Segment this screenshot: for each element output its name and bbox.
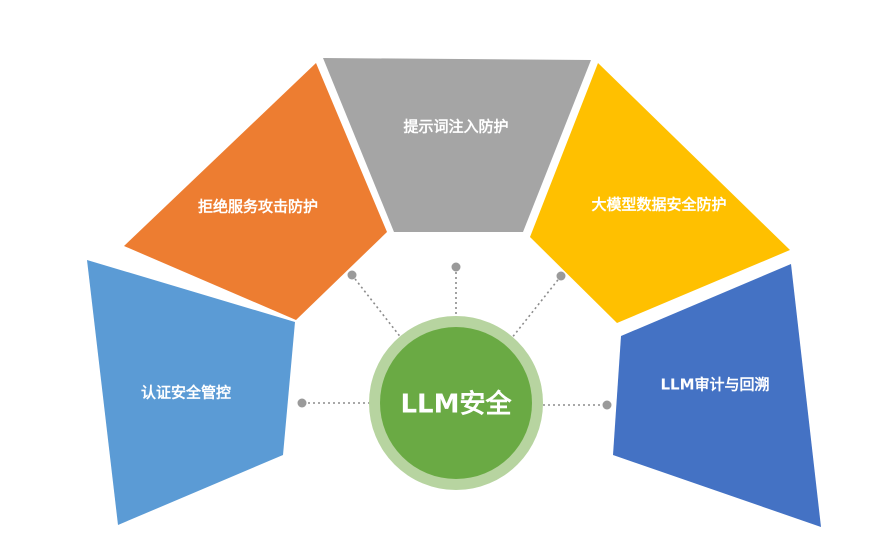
connector-dot-audit [602,400,612,410]
connector-dot-auth [297,398,307,408]
segment-data: 大模型数据安全防护 [530,63,790,323]
segment-data-shape [530,63,790,323]
segment-dos: 拒绝服务攻击防护 [124,63,387,320]
segment-audit-label: LLM审计与回溯 [660,376,769,394]
connector-data [510,275,562,340]
connector-dot-dos [347,270,357,280]
center-inner-circle [380,327,532,479]
segment-data-label: 大模型数据安全防护 [591,196,726,214]
segment-dos-label: 拒绝服务攻击防护 [198,198,318,216]
connector-dos [351,274,403,340]
segment-prompt-label: 提示词注入防护 [403,118,508,136]
segment-auth: 认证安全管控 [87,260,295,525]
connector-dot-prompt [451,262,461,272]
segment-audit: LLM审计与回溯 [613,264,821,527]
connector-dot-data [556,271,566,281]
segment-prompt: 提示词注入防护 [323,58,591,232]
segment-auth-label: 认证安全管控 [141,384,231,402]
center-label: LLM安全 [400,389,512,420]
segment-prompt-shape [323,58,591,232]
connectors [297,262,612,410]
segment-dos-shape [124,63,387,320]
center-hub: LLM安全 [369,316,543,490]
segment-audit-shape [613,264,821,527]
segment-auth-shape [87,260,295,525]
